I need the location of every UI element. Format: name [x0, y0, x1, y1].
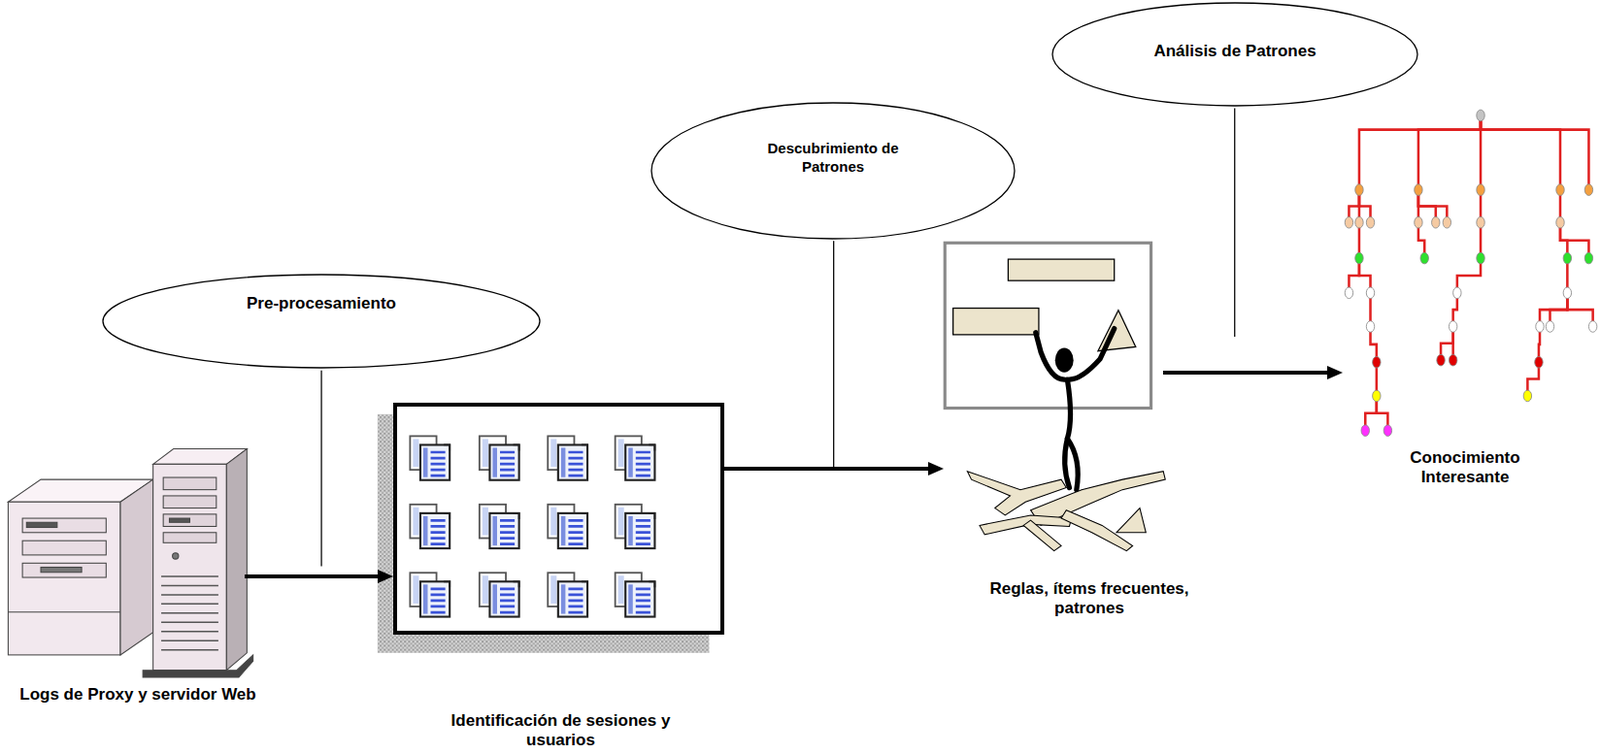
node-caption: Identificación de sesiones y usuarios [415, 711, 707, 751]
ellipse-outline [101, 273, 541, 369]
document-icons [409, 435, 655, 617]
step-label: Descubrimiento de Patrones [760, 138, 906, 176]
flow-arrow [1163, 366, 1343, 380]
node-caption: Logs de Proxy y servidor Web [16, 685, 260, 705]
process-ellipse: Pre-procesamiento [101, 273, 541, 369]
sessions-box: Identificación de sesiones y usuarios [393, 402, 725, 635]
process-ellipse: Descubrimiento de Patrones [650, 101, 1016, 240]
step-label: Análisis de Patrones [1106, 40, 1365, 62]
server-node: Logs de Proxy y servidor Web [0, 448, 245, 679]
flow-arrow [244, 569, 394, 584]
box-ground [393, 402, 726, 635]
presenter-figure [944, 242, 1166, 551]
server-icon [7, 449, 253, 678]
process-ellipse: Análisis de Patrones [1051, 1, 1419, 107]
node-caption: Conocimiento Interesante [1392, 448, 1538, 488]
knowledge-node: Conocimiento Interesante [1342, 109, 1598, 440]
node-caption: Reglas, ítems frecuentes, patrones [963, 579, 1216, 619]
knowledge-tree [1344, 109, 1598, 436]
flow-arrow [724, 462, 944, 476]
step-label: Pre-procesamiento [167, 293, 475, 314]
patterns-figure: Reglas, ítems frecuentes, patrones [943, 241, 1164, 521]
